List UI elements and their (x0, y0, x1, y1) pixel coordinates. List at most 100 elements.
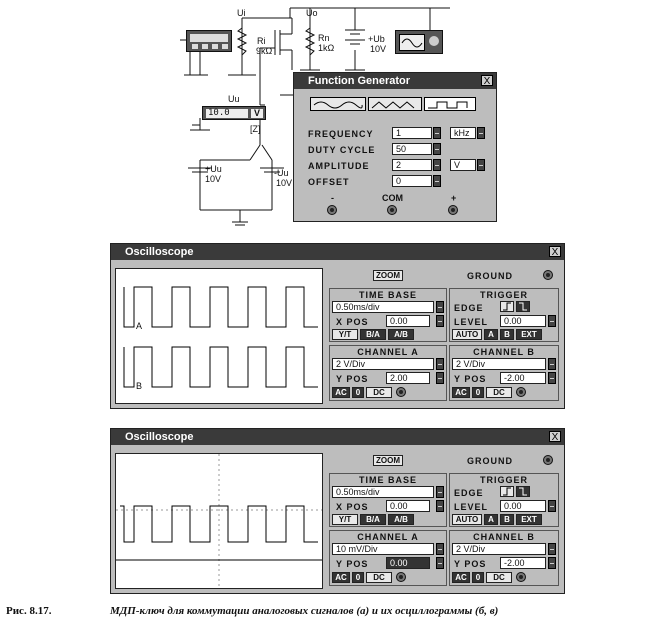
trigger-b-button[interactable]: B (500, 329, 514, 340)
channel-a-scale-stepper[interactable] (436, 543, 444, 555)
oscilloscope-1-screen[interactable]: A B (115, 268, 323, 404)
rising-edge-button[interactable] (500, 486, 514, 497)
channel-b-heading: CHANNEL B (473, 532, 535, 542)
yt-mode-button[interactable]: Y/T (332, 514, 358, 525)
oscilloscope-2-titlebar[interactable]: Oscilloscope (111, 429, 564, 445)
trigger-b-button[interactable]: B (500, 514, 514, 525)
channel-a-scale-input[interactable]: 2 V/Div (332, 358, 434, 370)
trigger-auto-button[interactable]: AUTO (452, 329, 482, 340)
channel-b-dc-button[interactable]: DC (486, 387, 512, 398)
channel-b-input-pin[interactable] (516, 387, 526, 397)
trigger-auto-button[interactable]: AUTO (452, 514, 482, 525)
channel-b-ypos-stepper[interactable] (548, 372, 556, 384)
offset-label: OFFSET (308, 177, 350, 187)
frequency-unit-stepper[interactable] (477, 127, 485, 139)
amplitude-unit-select[interactable]: V (450, 159, 476, 171)
x-pos-input[interactable]: 0.00 (386, 500, 430, 512)
time-base-input[interactable]: 0.50ms/div (332, 301, 434, 313)
channel-b-ac-button[interactable]: AC (452, 572, 470, 583)
oscilloscope-icon[interactable] (395, 30, 443, 54)
frequency-input[interactable]: 1 (392, 127, 432, 139)
oscilloscope-2-close-button[interactable]: X (549, 431, 561, 443)
channel-a-zero-button[interactable]: 0 (352, 572, 364, 583)
oscilloscope-1-titlebar[interactable]: Oscilloscope (111, 244, 564, 260)
level-input[interactable]: 0.00 (500, 500, 546, 512)
channel-a-scale-input[interactable]: 10 mV/Div (332, 543, 434, 555)
terminal-plus-pin[interactable] (448, 205, 458, 215)
amplitude-input[interactable]: 2 (392, 159, 432, 171)
trigger-ext-button[interactable]: EXT (516, 329, 542, 340)
channel-a-ac-button[interactable]: AC (332, 387, 350, 398)
channel-a-ypos-stepper[interactable] (436, 372, 444, 384)
channel-a-input-pin[interactable] (396, 572, 406, 582)
time-base-stepper[interactable] (436, 301, 444, 313)
channel-b-scale-stepper[interactable] (548, 543, 556, 555)
channel-b-ypos-input[interactable]: -2.00 (500, 557, 546, 569)
amplitude-unit-stepper[interactable] (477, 159, 485, 171)
voltmeter[interactable]: 10.0 V (202, 106, 266, 120)
channel-a-ypos-stepper[interactable] (436, 557, 444, 569)
channel-a-dc-button[interactable]: DC (366, 387, 392, 398)
frequency-stepper[interactable] (433, 127, 441, 139)
channel-b-scale-stepper[interactable] (548, 358, 556, 370)
channel-b-zero-button[interactable]: 0 (472, 572, 484, 583)
frequency-unit-select[interactable]: kHz (450, 127, 476, 139)
level-input[interactable]: 0.00 (500, 315, 546, 327)
ba-mode-button[interactable]: B/A (360, 514, 386, 525)
time-base-stepper[interactable] (436, 486, 444, 498)
falling-edge-button[interactable] (516, 486, 530, 497)
channel-a-scale-stepper[interactable] (436, 358, 444, 370)
channel-b-scale-input[interactable]: 2 V/Div (452, 543, 546, 555)
ab-mode-button[interactable]: A/B (388, 329, 414, 340)
terminal-com-pin[interactable] (387, 205, 397, 215)
ground-pin[interactable] (543, 270, 553, 280)
x-pos-stepper[interactable] (436, 315, 444, 327)
level-stepper[interactable] (548, 315, 556, 327)
sine-wave-button[interactable] (310, 97, 366, 111)
offset-input[interactable]: 0 (392, 175, 432, 187)
channel-a-dc-button[interactable]: DC (366, 572, 392, 583)
ab-mode-button[interactable]: A/B (388, 514, 414, 525)
trigger-a-button[interactable]: A (484, 514, 498, 525)
falling-edge-button[interactable] (516, 301, 530, 312)
channel-b-ac-button[interactable]: AC (452, 387, 470, 398)
label-ui: Ui (237, 8, 246, 18)
level-stepper[interactable] (548, 500, 556, 512)
function-generator-close-button[interactable]: X (481, 75, 493, 87)
function-generator-titlebar[interactable]: Function Generator (294, 73, 496, 89)
trigger-a-button[interactable]: A (484, 329, 498, 340)
trace-a-label: A (136, 321, 143, 331)
channel-a-input-pin[interactable] (396, 387, 406, 397)
square-wave-button[interactable] (424, 97, 476, 111)
channel-a-ypos-input[interactable]: 0.00 (386, 557, 430, 569)
channel-b-zero-button[interactable]: 0 (472, 387, 484, 398)
oscilloscope-2-screen[interactable] (115, 453, 323, 589)
yt-mode-button[interactable]: Y/T (332, 329, 358, 340)
time-base-input[interactable]: 0.50ms/div (332, 486, 434, 498)
ba-mode-button[interactable]: B/A (360, 329, 386, 340)
channel-b-ypos-stepper[interactable] (548, 557, 556, 569)
amplitude-stepper[interactable] (433, 159, 441, 171)
channel-b-scale-input[interactable]: 2 V/Div (452, 358, 546, 370)
channel-b-dc-button[interactable]: DC (486, 572, 512, 583)
zoom-button[interactable]: ZOOM (373, 455, 403, 466)
channel-a-zero-button[interactable]: 0 (352, 387, 364, 398)
ground-pin[interactable] (543, 455, 553, 465)
multimeter-left[interactable] (186, 30, 232, 52)
duty-cycle-input[interactable]: 50 (392, 143, 432, 155)
x-pos-input[interactable]: 0.00 (386, 315, 430, 327)
label-uu: Uu (228, 94, 240, 104)
rising-edge-button[interactable] (500, 301, 514, 312)
terminal-minus-pin[interactable] (327, 205, 337, 215)
x-pos-stepper[interactable] (436, 500, 444, 512)
trigger-ext-button[interactable]: EXT (516, 514, 542, 525)
duty-cycle-stepper[interactable] (433, 143, 441, 155)
channel-b-ypos-input[interactable]: -2.00 (500, 372, 546, 384)
oscilloscope-1-close-button[interactable]: X (549, 246, 561, 258)
channel-a-ypos-input[interactable]: 2.00 (386, 372, 430, 384)
zoom-button[interactable]: ZOOM (373, 270, 403, 281)
channel-b-input-pin[interactable] (516, 572, 526, 582)
channel-a-ac-button[interactable]: AC (332, 572, 350, 583)
offset-stepper[interactable] (433, 175, 441, 187)
triangle-wave-button[interactable] (368, 97, 422, 111)
